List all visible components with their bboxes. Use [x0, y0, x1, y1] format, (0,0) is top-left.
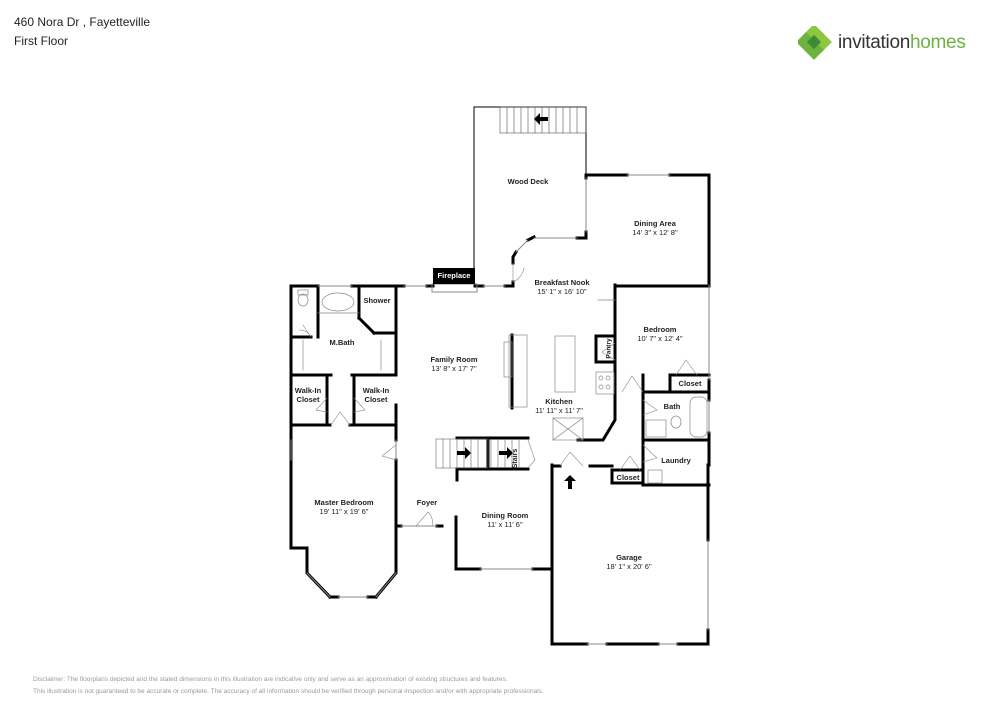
room-hall-closet: Closet — [617, 473, 640, 482]
room-dimensions: 19' 11" x 19' 6" — [319, 507, 369, 516]
room-name: Bath — [663, 402, 681, 411]
stairs-label: Stairs — [512, 448, 520, 469]
room-dimensions: 11' 11" x 11' 7" — [535, 406, 583, 415]
room-foyer: Foyer — [417, 498, 437, 507]
room-bedroom-closet: Closet — [679, 379, 702, 388]
door-swings — [298, 262, 698, 527]
room-bath: Bath — [664, 402, 681, 411]
room-name: Walk-In Closet — [294, 386, 322, 404]
windows — [290, 174, 710, 645]
logo-wordmark: invitationhomes — [838, 32, 966, 54]
direction-arrows — [457, 113, 576, 489]
room-dimensions: 18' 1" x 20' 6" — [606, 562, 652, 571]
room-name: Closet — [616, 473, 640, 482]
room-name: Dining Room — [481, 511, 529, 520]
arrow-left-icon — [534, 113, 548, 125]
room-dimensions: 14' 3" x 12' 8" — [632, 228, 678, 237]
clover-diamond-logo-icon — [798, 26, 832, 60]
property-address: 460 Nora Dr , Fayetteville — [14, 15, 151, 29]
room-laundry: Laundry — [661, 456, 691, 465]
room-name: Family Room — [430, 355, 478, 364]
arrow-right-icon — [499, 447, 513, 459]
room-name: Shower — [363, 296, 391, 305]
logo-word-invitation: invitation — [838, 32, 910, 53]
room-dimensions: 11' x 11' 6" — [487, 520, 523, 529]
room-name: Wood Deck — [507, 177, 549, 186]
room-walk-in-closet-right: Walk-In Closet — [361, 386, 391, 404]
interior-stairs — [435, 438, 520, 469]
disclaimer-line-2: This illustration is not guaranteed to b… — [33, 688, 544, 695]
page-header: 460 Nora Dr , Fayetteville First Floor — [14, 13, 150, 51]
room-name: Breakfast Nook — [534, 278, 590, 287]
room-pantry: Pantry — [605, 338, 613, 359]
disclaimer: Disclaimer: The floorplans depicted and … — [33, 674, 544, 698]
room-name: Garage — [616, 553, 642, 562]
room-name: Bedroom — [643, 325, 677, 334]
brand-logo: invitationhomes — [798, 26, 966, 60]
floor-name: First Floor — [14, 34, 68, 48]
fixtures — [297, 289, 708, 484]
arrow-up-icon — [564, 475, 576, 489]
interior-walls — [289, 283, 711, 528]
logo-word-homes: homes — [910, 32, 966, 53]
room-dimensions: 10' 7" x 12' 4" — [637, 334, 683, 343]
room-dimensions: 15' 1" x 16' 10" — [537, 287, 587, 296]
fireplace-label: Fireplace — [433, 268, 475, 284]
room-wood-deck: Wood Deck — [508, 177, 549, 186]
room-name: M.Bath — [329, 338, 355, 347]
room-m-bath: M.Bath — [330, 338, 355, 347]
wood-deck-outline — [473, 106, 587, 284]
room-name: Closet — [678, 379, 702, 388]
room-name: Walk-In Closet — [362, 386, 390, 404]
room-dimensions: 13' 8" x 17' 7" — [431, 364, 477, 373]
room-name: Master Bedroom — [314, 498, 374, 507]
room-name: Foyer — [416, 498, 438, 507]
room-walk-in-closet-left: Walk-In Closet — [293, 386, 323, 404]
room-name: Laundry — [661, 456, 691, 465]
disclaimer-line-1: Disclaimer: The floorplans depicted and … — [33, 676, 508, 683]
arrow-right-icon — [457, 447, 471, 459]
room-name: Kitchen — [545, 397, 573, 406]
room-shower: Shower — [363, 296, 390, 305]
room-name: Dining Area — [634, 219, 676, 228]
